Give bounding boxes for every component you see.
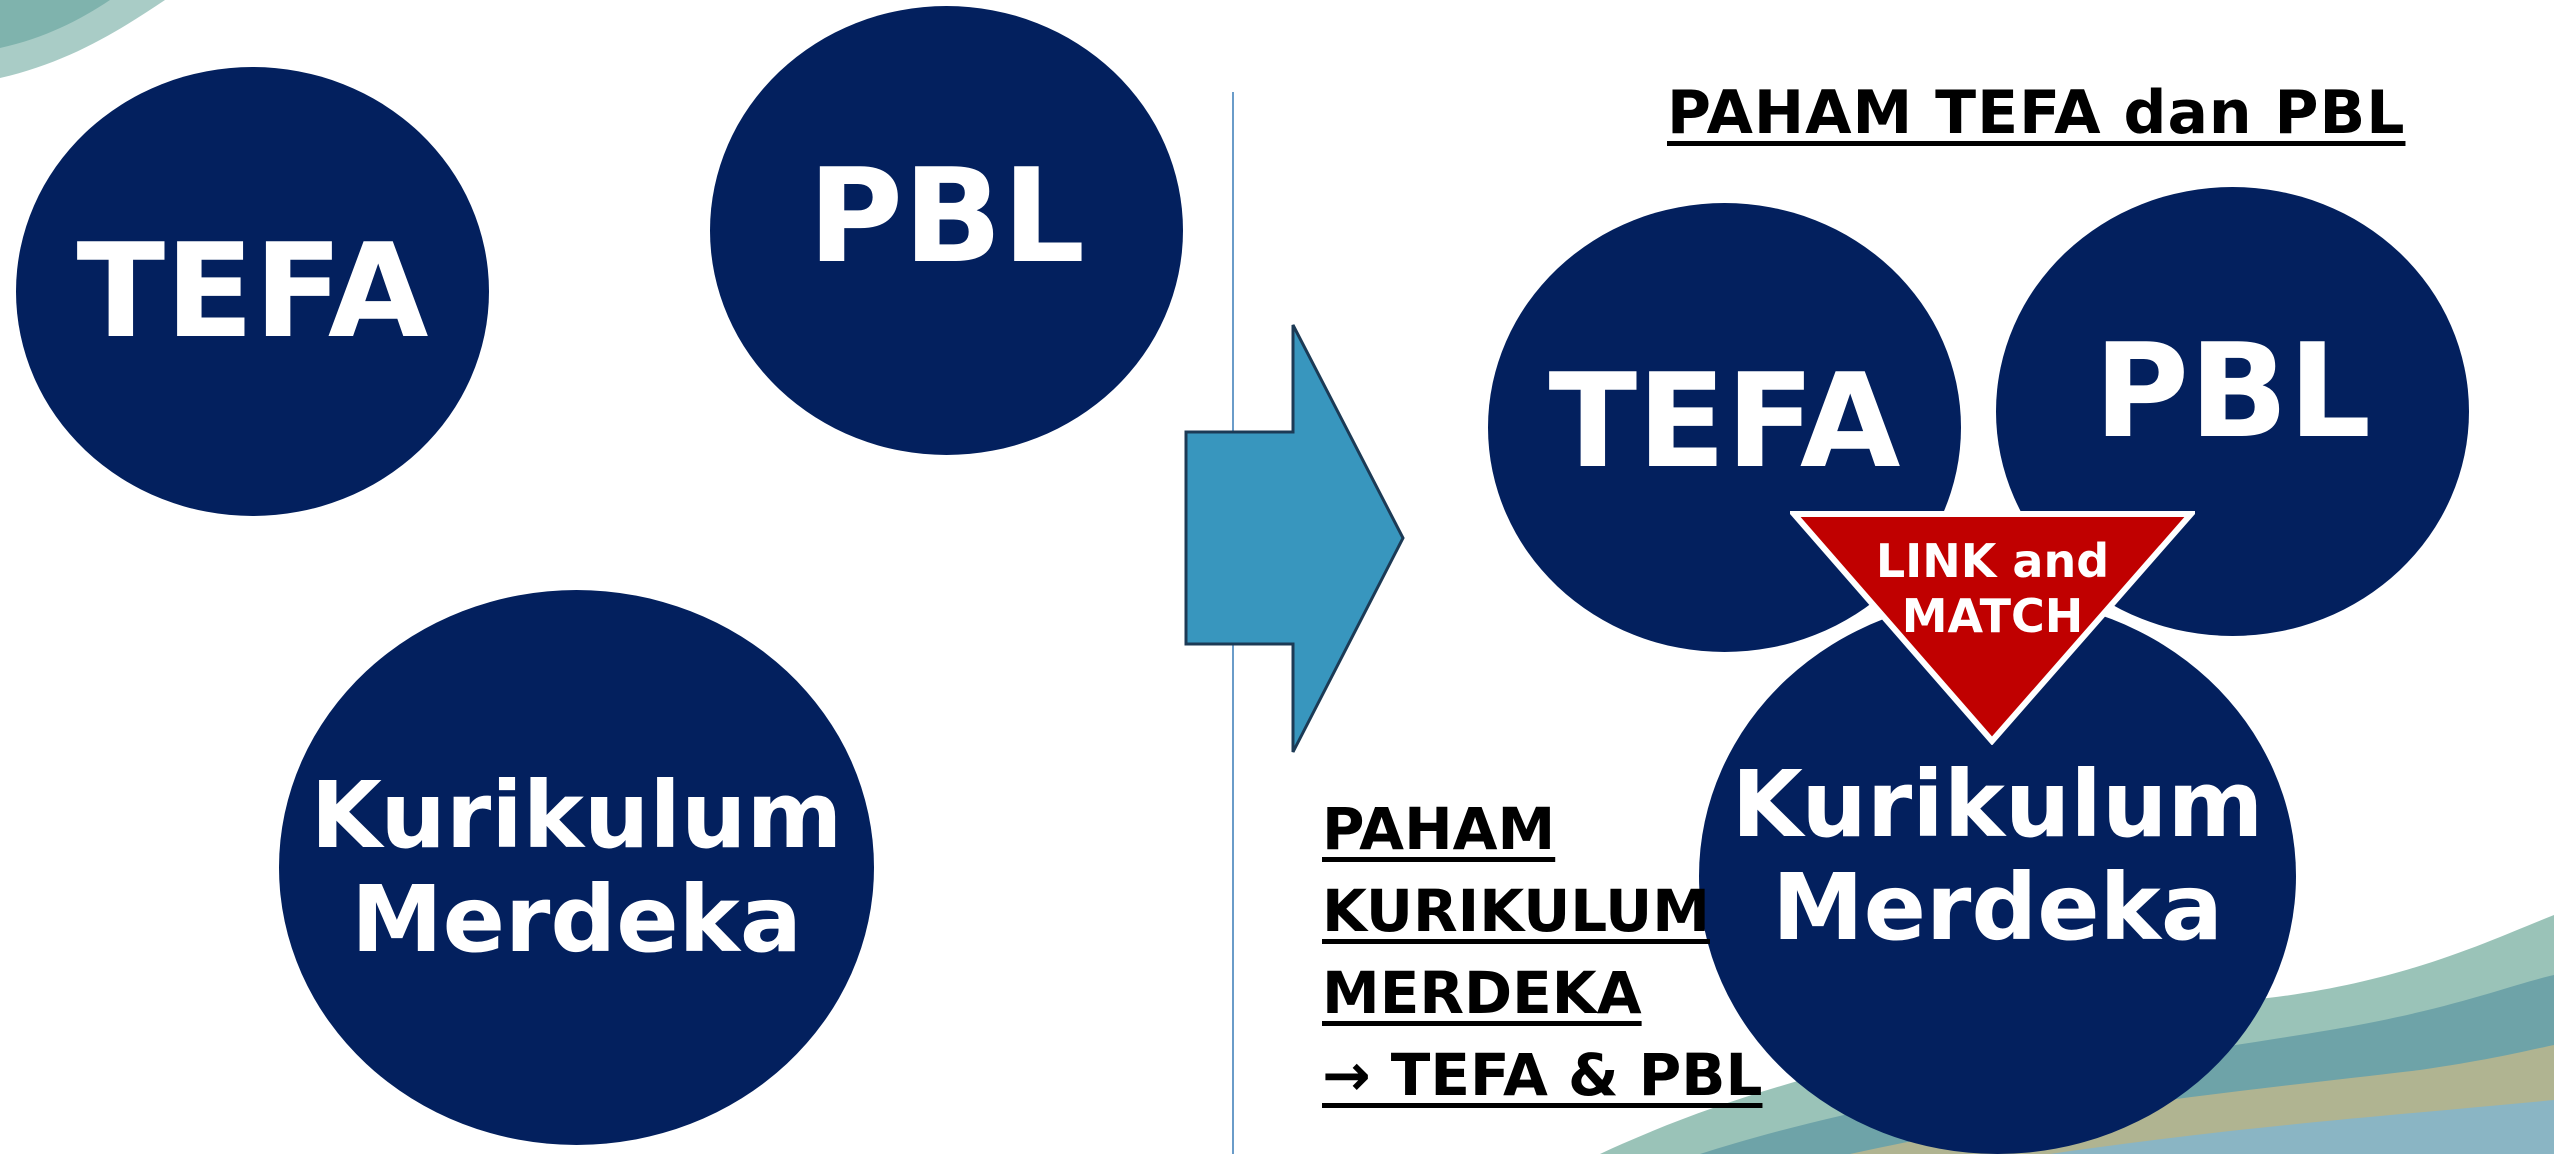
right-heading: PAHAM TEFA dan PBL bbox=[1667, 78, 2406, 148]
link-match-label-line1: LINK and bbox=[1875, 534, 2110, 588]
kurikulum-merdeka-circle-right: Kurikulum Merdeka bbox=[1699, 598, 2296, 1154]
kurikulum-label-left-line1: Kurikulum bbox=[310, 762, 843, 870]
pbl-circle-left: PBL bbox=[710, 6, 1183, 455]
pbl-label-right: PBL bbox=[2093, 314, 2372, 467]
top-left-wave-decoration-inner bbox=[0, 0, 110, 48]
tefa-label-left: TEFA bbox=[76, 214, 429, 367]
link-match-triangle bbox=[1790, 511, 2195, 745]
paham-kurikulum-note: PAHAM KURIKULUM MERDEKA → TEFA & PBL bbox=[1322, 788, 1762, 1116]
tefa-circle-left: TEFA bbox=[16, 67, 489, 516]
link-match-label: LINK and MATCH bbox=[1840, 534, 2145, 644]
note-line-2: KURIKULUM bbox=[1322, 877, 1710, 945]
note-line-3: MERDEKA bbox=[1322, 959, 1642, 1027]
kurikulum-label-left-line2: Merdeka bbox=[351, 865, 802, 973]
kurikulum-label-right-line1: Kurikulum bbox=[1731, 750, 2264, 858]
note-line-4: → TEFA & PBL bbox=[1322, 1041, 1763, 1109]
kurikulum-merdeka-circle-left: Kurikulum Merdeka bbox=[279, 590, 874, 1145]
note-line-1: PAHAM bbox=[1322, 795, 1556, 863]
pbl-label-left: PBL bbox=[807, 139, 1086, 292]
kurikulum-label-right-line2: Merdeka bbox=[1772, 854, 2223, 961]
bottom-right-wave-decoration-4 bbox=[2050, 1100, 2554, 1154]
link-match-label-line2: MATCH bbox=[1901, 589, 2084, 644]
right-arrow-shape bbox=[1184, 324, 1405, 753]
tefa-label-right: TEFA bbox=[1548, 344, 1901, 497]
